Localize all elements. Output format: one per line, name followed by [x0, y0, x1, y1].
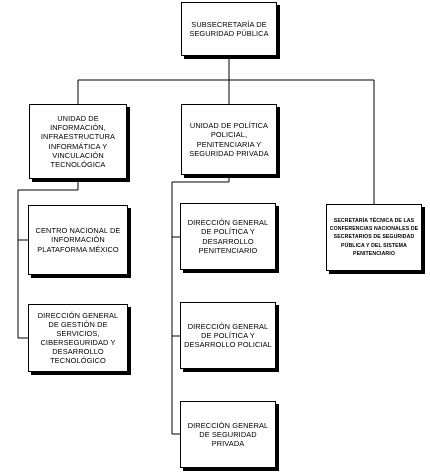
node-label: DIRECCIÓN GENERAL DE POLÍTICA Y DESARROL…	[184, 321, 272, 350]
org-node-info-unit: UNIDAD DE INFORMACIÓN, INFRAESTRUCTURA I…	[29, 104, 127, 179]
org-node-policy-unit: UNIDAD DE POLÍTICA POLICIAL, PENITENCIAR…	[181, 104, 277, 175]
node-label: DIRECCIÓN GENERAL DE SEGURIDAD PRIVADA	[187, 420, 269, 449]
org-node-secretariat: SECRETARÍA TÉCNICA DE LAS CONFERENCIAS N…	[326, 204, 422, 271]
node-label: SECRETARÍA TÉCNICA DE LAS CONFERENCIAS N…	[329, 218, 419, 257]
node-label: SUBSECRETARÍA DE SEGURIDAD PÚBLICA	[189, 19, 269, 38]
org-node-centro-nacional: CENTRO NACIONAL DE INFORMACIÓN PLATAFORM…	[28, 205, 128, 275]
org-node-root: SUBSECRETARÍA DE SEGURIDAD PÚBLICA	[181, 2, 277, 56]
node-label: CENTRO NACIONAL DE INFORMACIÓN PLATAFORM…	[35, 226, 121, 254]
org-node-gestion-servicios: DIRECCIÓN GENERAL DE GESTIÓN DE SERVICIO…	[28, 304, 128, 372]
node-label: UNIDAD DE INFORMACIÓN, INFRAESTRUCTURA I…	[40, 114, 116, 169]
node-label: DIRECCIÓN GENERAL DE POLÍTICA Y DESARROL…	[187, 218, 269, 255]
node-label: UNIDAD DE POLÍTICA POLICIAL, PENITENCIAR…	[189, 121, 269, 158]
org-node-desarrollo-policial: DIRECCIÓN GENERAL DE POLÍTICA Y DESARROL…	[180, 302, 276, 369]
node-label: DIRECCIÓN GENERAL DE GESTIÓN DE SERVICIO…	[37, 310, 119, 366]
org-node-seguridad-privada: DIRECCIÓN GENERAL DE SEGURIDAD PRIVADA	[180, 401, 276, 468]
org-node-desarrollo-penitenciario: DIRECCIÓN GENERAL DE POLÍTICA Y DESARROL…	[180, 203, 276, 270]
